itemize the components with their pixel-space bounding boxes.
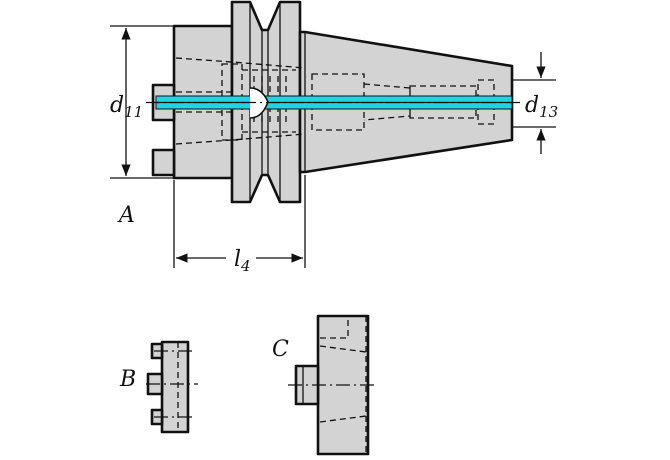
dimension-d13: d13 bbox=[512, 52, 558, 154]
variant-b-drawing bbox=[146, 340, 198, 434]
dimension-d11: d11 bbox=[110, 25, 174, 179]
drive-key-bottom bbox=[151, 148, 176, 177]
label-a: A bbox=[117, 203, 135, 228]
label-b: B bbox=[119, 367, 136, 392]
label-l4: l4 bbox=[234, 247, 251, 275]
label-c: C bbox=[272, 337, 289, 362]
tool-holder-main bbox=[146, 0, 524, 204]
variant-c-drawing bbox=[288, 314, 378, 456]
dimension-l4: l4 bbox=[173, 175, 306, 275]
label-d13: d13 bbox=[525, 93, 558, 121]
label-d11: d11 bbox=[110, 93, 143, 121]
